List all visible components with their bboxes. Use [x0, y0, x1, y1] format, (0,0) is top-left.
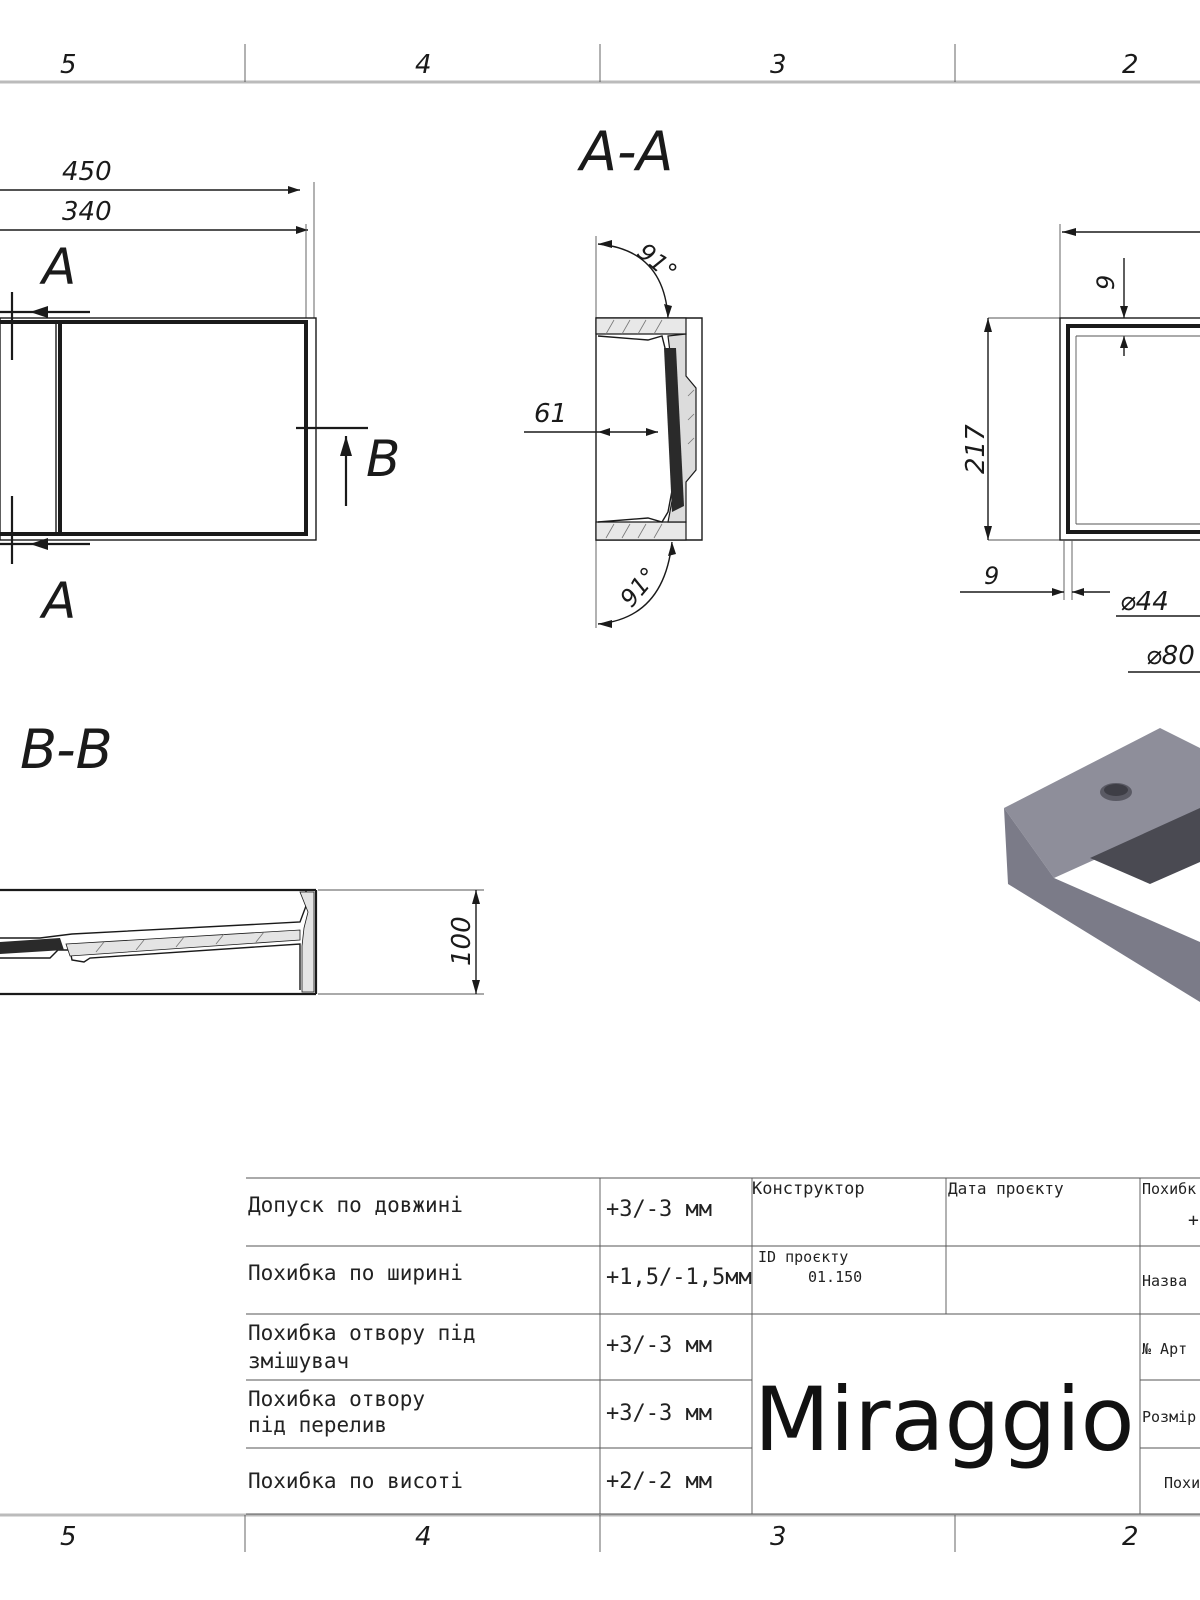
isometric-view — [1004, 728, 1200, 1002]
tolerance-value: +3/-3 мм — [606, 1333, 712, 1358]
column-label: 3 — [770, 50, 787, 80]
top-view: 450 340 A A B — [0, 157, 400, 630]
frame-ruler-top: 5 4 3 2 — [0, 44, 1200, 84]
column-label: 2 — [1122, 1522, 1139, 1552]
tolerance-label-line2: змішувач — [248, 1349, 349, 1373]
angle-bottom: 91° — [615, 562, 664, 613]
angle-top: 91° — [632, 238, 683, 287]
dim-wall-top: 9 — [1092, 275, 1120, 290]
tolerance-label-line2: під перелив — [248, 1413, 387, 1437]
error-value: + — [1188, 1210, 1199, 1231]
dim-depth: 61 — [534, 399, 567, 429]
section-bb-title: B-B — [20, 718, 113, 781]
dim-hole-large: ⌀80 — [1146, 641, 1195, 671]
dim-wall-bottom: 9 — [984, 562, 999, 590]
section-bb-view: B-B 100 — [0, 718, 484, 996]
side-view: 9 217 9 ⌀44 ⌀80 — [960, 224, 1200, 673]
column-label: 2 — [1122, 50, 1139, 80]
tolerance-label: Похибка отвору під — [248, 1321, 476, 1345]
tolerance-value: +2/-2 мм — [606, 1469, 712, 1494]
tolerance-value: +3/-3 мм — [606, 1197, 712, 1222]
column-label: 5 — [60, 50, 77, 80]
tolerance-label: Похибка по висоті — [248, 1469, 463, 1493]
tolerance-label: Допуск по довжині — [248, 1193, 463, 1217]
section-aa-title: A-A — [577, 120, 673, 183]
brand-logo: Miraggio — [754, 1368, 1135, 1471]
project-id: 01.150 — [808, 1268, 862, 1286]
name-label: Назва — [1142, 1272, 1187, 1290]
project-id-label: ID проєкту — [758, 1248, 848, 1266]
dim-hole-small: ⌀44 — [1120, 587, 1169, 617]
column-label: 4 — [415, 1522, 432, 1552]
error-label: Похибк — [1142, 1180, 1196, 1198]
bottom-label: Похи — [1164, 1474, 1200, 1492]
tolerance-label: Похибка отвору — [248, 1387, 425, 1411]
article-label: № Арт — [1142, 1340, 1187, 1358]
section-aa-view: A-A 91° 91° — [524, 120, 703, 628]
frame-ruler-bottom: 5 4 3 2 — [0, 1513, 1200, 1552]
designer-label: Конструктор — [752, 1179, 865, 1199]
title-block: Допуск по довжині +3/-3 мм Похибка по ши… — [246, 1177, 1200, 1515]
size-label: Розмір — [1142, 1408, 1196, 1426]
section-b-label: B — [366, 430, 400, 488]
tolerance-value: +3/-3 мм — [606, 1401, 712, 1426]
tolerance-label: Похибка по ширині — [248, 1261, 463, 1285]
dim-overall: 450 — [62, 157, 112, 187]
section-a-label-top: A — [39, 238, 76, 296]
dim-inner: 340 — [62, 197, 112, 227]
column-label: 5 — [60, 1522, 77, 1552]
dim-height-bb: 100 — [447, 916, 477, 966]
project-date-label: Дата проєкту — [948, 1179, 1064, 1198]
section-a-label-bottom: A — [39, 572, 76, 630]
column-label: 4 — [415, 50, 432, 80]
tolerance-value: +1,5/-1,5мм — [606, 1265, 752, 1290]
dim-height: 217 — [961, 424, 991, 474]
column-label: 3 — [770, 1522, 787, 1552]
